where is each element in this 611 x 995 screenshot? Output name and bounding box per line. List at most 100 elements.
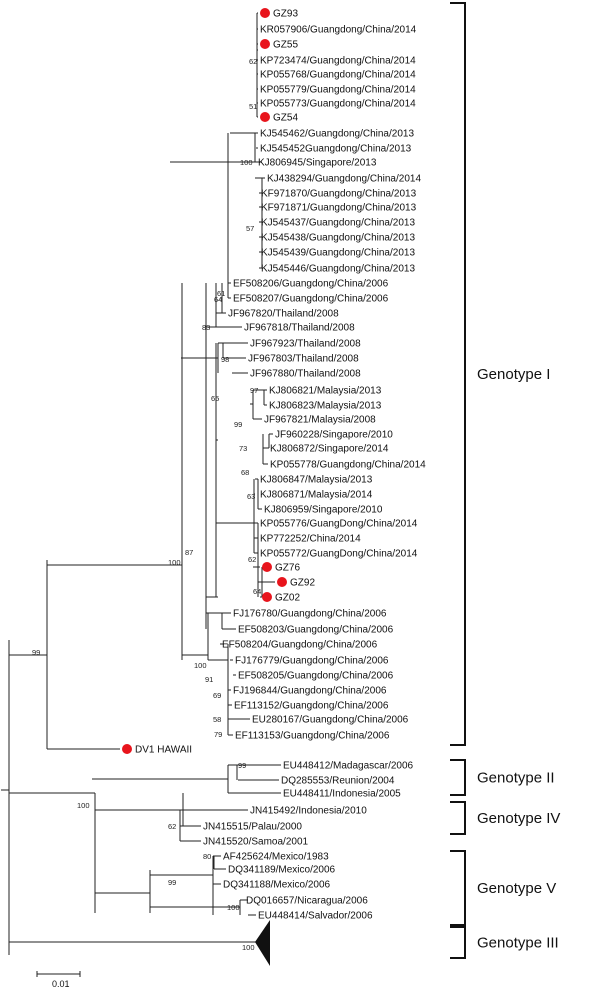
leaf-label: JF967803/Thailand/2008 [248,354,359,365]
leaf-label: KP772252/China/2014 [260,534,361,545]
leaf-label: GZ92 [290,578,315,589]
leaf-label: JF967818/Thailand/2008 [244,323,355,334]
bootstrap-value: 87 [185,548,193,557]
bootstrap-value: 57 [246,224,254,233]
red-dot-marker [260,39,270,49]
leaf-label: KJ545452Guangdong/China/2013 [260,144,412,155]
leaf-label: FJ176780/Guangdong/China/2006 [233,609,387,620]
leaf-label: EF508207/Guangdong/China/2006 [233,294,389,305]
bootstrap-value: 100 [77,801,90,810]
bootstrap-value: 62 [248,555,256,564]
leaf-label: JF967821/Malaysia/2008 [264,415,376,426]
bootstrap-value: 62 [168,822,176,831]
leaf-label: KJ806945/Singapore/2013 [258,158,377,169]
leaf-label: KP055776/GuangDong/China/2014 [260,519,418,530]
genotype-bracket [450,801,466,835]
leaf-label: KR057906/Guangdong/China/2014 [260,25,417,36]
leaf-label: GZ93 [273,9,298,20]
genotype-label: Genotype IV [477,810,560,827]
bootstrap-value: 64 [214,295,222,304]
bootstrap-value: 64 [253,587,261,596]
red-dot-marker [277,577,287,587]
leaf-label: EF508206/Guangdong/China/2006 [233,279,389,290]
genotype-brackets: Genotype I Genotype II Genotype IV Genotype… [450,2,560,959]
bootstrap-value: 62 [249,57,257,66]
bootstrap-value: 99 [168,878,176,887]
leaf-label: GZ02 [275,593,300,604]
bootstrap-value: 100 [194,661,207,670]
red-dot-marker [262,592,272,602]
bootstrap-value: 97 [250,386,258,395]
leaf-label: DV1 HAWAII [135,745,192,756]
red-dot-marker [260,112,270,122]
bootstrap-value: 79 [214,730,222,739]
leaf-label: KJ545437/Guangdong/China/2013 [261,218,415,229]
leaf-label: EF508203/Guangdong/China/2006 [238,625,394,636]
bootstrap-value: 63 [247,492,255,501]
leaf-label: KJ545446/Guangdong/China/2013 [261,264,415,275]
bootstrap-value: 99 [234,420,242,429]
bootstrap-value: 99 [238,761,246,770]
genotype-label: Genotype II [477,770,555,787]
leaf-label: AF425624/Mexico/1983 [223,852,329,863]
collapsed-clade-triangle [255,920,270,966]
leaf-label: KJ806872/Singapore/2014 [270,444,389,455]
leaf-label: EU448414/Salvador/2006 [258,911,373,922]
scale-bar: 0.01 [36,971,81,989]
leaf-label: KP723474/Guangdong/China/2014 [260,56,416,67]
leaf-label: KF971871/Guangdong/China/2013 [261,203,417,214]
bootstrap-value: 91 [205,675,213,684]
bootstrap-value: 100 [168,558,181,567]
leaf-label: EF113153/Guangdong/China/2006 [235,731,390,742]
leaf-label: KP055778/Guangdong/China/2014 [270,460,426,471]
leaf-label: JN415520/Samoa/2001 [203,837,309,848]
leaf-label: DQ341188/Mexico/2006 [223,880,331,891]
genotype-bracket [450,2,466,746]
bootstrap-value: 100 [240,158,253,167]
leaf-label: EF113152/Guangdong/China/2006 [234,701,389,712]
leaf-label: KP055768/Guangdong/China/2014 [260,70,416,81]
leaf-label: JF967820/Thailand/2008 [228,309,339,320]
leaf-label: GZ55 [273,40,298,51]
leaf-label: DQ285553/Reunion/2004 [281,776,395,787]
leaf-label: JF967880/Thailand/2008 [250,369,361,380]
red-dot-marker [260,8,270,18]
genotype-label: Genotype I [477,366,550,383]
leaf-label: KJ545439/Guangdong/China/2013 [261,248,415,259]
bootstrap-value: 100 [242,943,255,952]
leaf-label: KJ806959/Singapore/2010 [264,505,383,516]
leaf-label: KJ806823/Malaysia/2013 [269,401,382,412]
tree-leaves: GZ93KR057906/Guangdong/China/2014GZ55KP7… [122,8,426,922]
red-dot-marker [122,744,132,754]
genotype-bracket [450,926,466,959]
leaf-label: KJ545438/Guangdong/China/2013 [261,233,415,244]
leaf-label: EU280167/Guangdong/China/2006 [252,715,409,726]
leaf-label: KJ438294/Guangdong/China/2014 [267,174,421,185]
bootstrap-value: 69 [213,691,221,700]
leaf-label: DQ016657/Nicaragua/2006 [246,896,368,907]
genotype-label: Genotype V [477,880,556,897]
bootstrap-value: 80 [203,852,211,861]
leaf-label: KP055779/Guangdong/China/2014 [260,85,416,96]
bootstrap-value: 99 [32,648,40,657]
leaf-label: EU448412/Madagascar/2006 [283,761,414,772]
leaf-label: KJ545462/Guangdong/China/2013 [260,129,414,140]
bootstrap-value: 83 [202,323,210,332]
leaf-label: FJ176779/Guangdong/China/2006 [235,656,389,667]
scale-bar-label: 0.01 [52,979,70,989]
genotype-label: Genotype III [477,935,559,952]
leaf-label: FJ196844/Guangdong/China/2006 [233,686,387,697]
bootstrap-value: 100 [227,903,240,912]
bootstrap-value: 61 [217,289,225,298]
tree-branches [1,12,281,966]
genotype-bracket [450,850,466,926]
leaf-label: KF971870/Guangdong/China/2013 [261,189,417,200]
leaf-label: JF960228/Singapore/2010 [275,430,393,441]
bootstrap-value: 51 [249,102,257,111]
bootstrap-value: 65 [211,394,219,403]
leaf-label: EF508204/Guangdong/China/2006 [222,640,378,651]
leaf-label: GZ76 [275,563,300,574]
leaf-label: DQ341189/Mexico/2006 [228,865,336,876]
leaf-label: KJ806871/Malaysia/2014 [260,490,373,501]
